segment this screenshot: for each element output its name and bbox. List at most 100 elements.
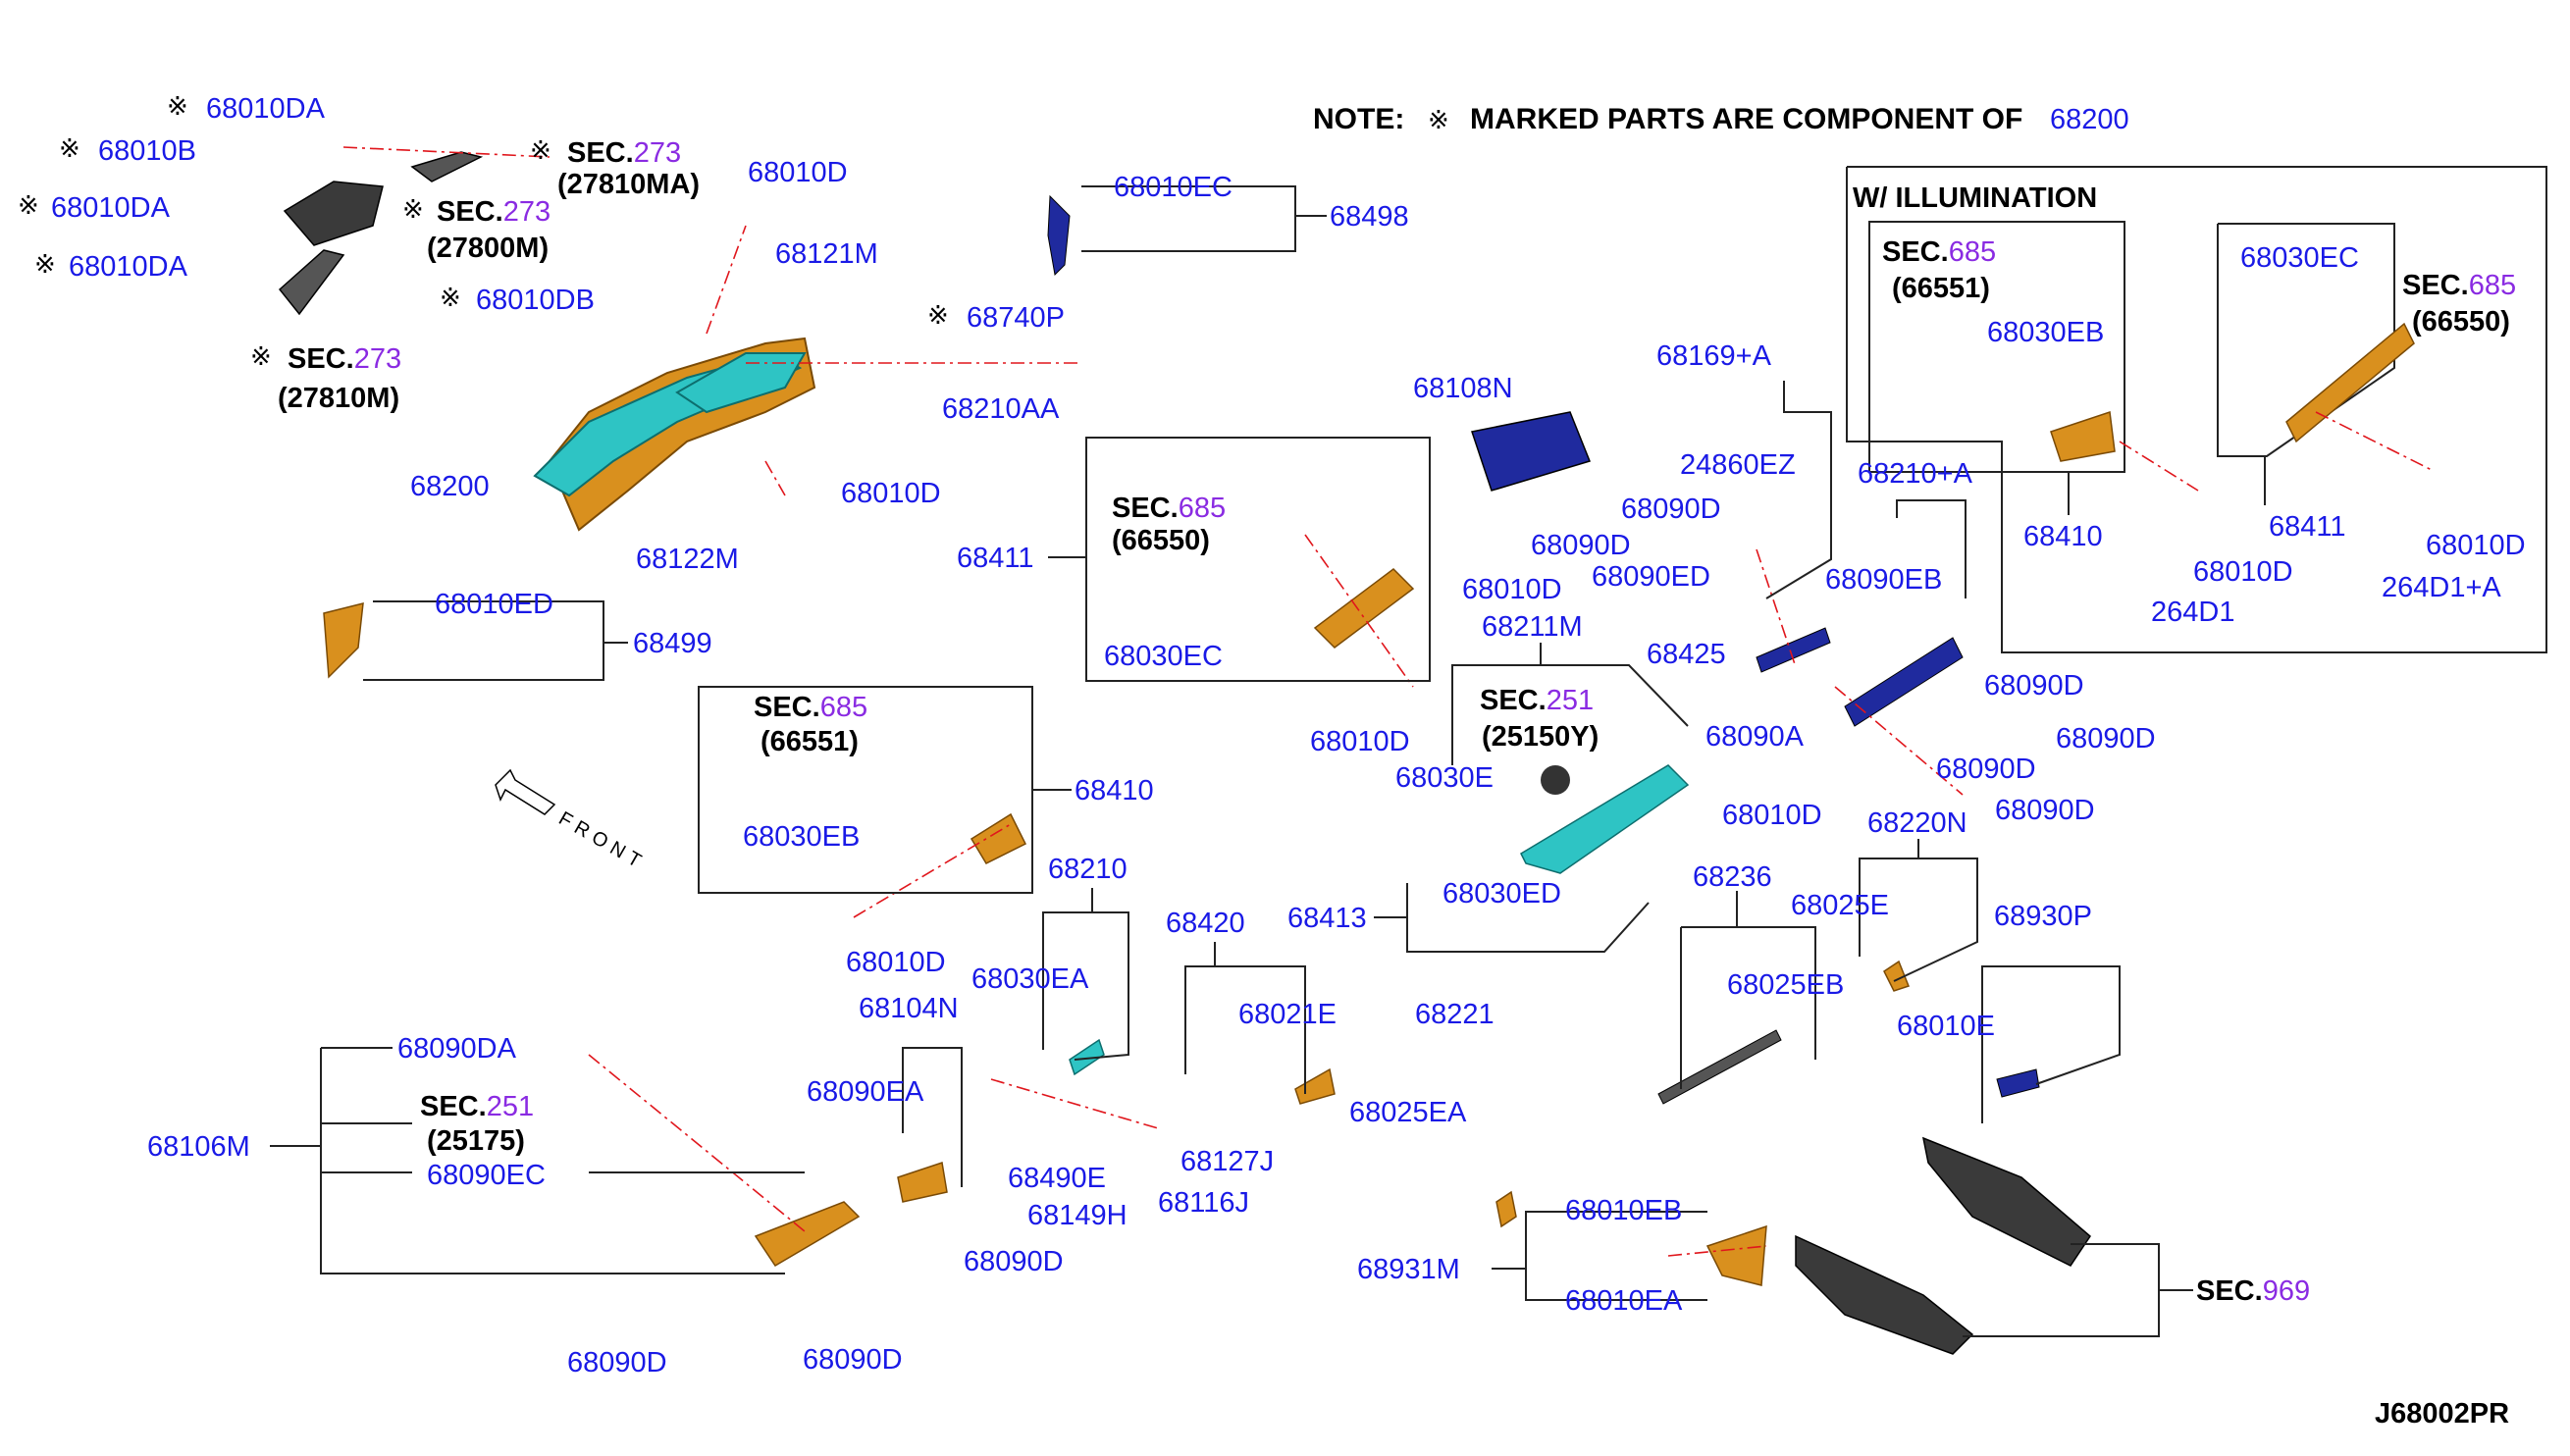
duct-27800m: [283, 181, 384, 246]
part-label: 68010D: [2193, 556, 2293, 588]
part-labels: ※ 68010DA ※ 68010B ※ 68010DA ※ 68010DA ※…: [18, 92, 2526, 1378]
part-label: 68010E: [1897, 1011, 1995, 1042]
part-68930p: [1996, 1068, 2040, 1098]
part-label: 68236: [1693, 861, 1772, 893]
part-label: 68025E: [1791, 890, 1889, 921]
mark-icon: ※: [59, 134, 80, 164]
sec-sub: (25175): [427, 1125, 525, 1157]
part-label: 68410: [2023, 521, 2103, 552]
note-text: MARKED PARTS ARE COMPONENT OF: [1470, 103, 2022, 135]
sec-sub: (27800M): [427, 233, 549, 264]
mark-icon: ※: [34, 250, 56, 280]
box-68411: [1085, 437, 1431, 682]
part-label: 68200: [410, 471, 490, 502]
part-label: 68106M: [147, 1131, 250, 1163]
mark-icon: ※: [167, 92, 188, 122]
mark-icon: ※: [927, 301, 949, 331]
part-label: 24860EZ: [1680, 449, 1796, 481]
front-label: FRONT: [555, 807, 651, 874]
sec-sub: (66550): [2412, 306, 2510, 338]
sec-sub: (27810M): [278, 383, 399, 414]
note: NOTE: ※ MARKED PARTS ARE COMPONENT OF 68…: [1313, 103, 2129, 135]
part-label: 68010EC: [1114, 172, 1233, 203]
part-label: 68010D: [841, 478, 941, 509]
sec-sub: (66550): [1112, 525, 1210, 556]
part-68931m: [1705, 1224, 1767, 1286]
part-label: 68413: [1287, 903, 1367, 934]
part-label: 68030ED: [1442, 878, 1561, 910]
part-label: 68030E: [1395, 762, 1494, 794]
note-ref: 68200: [2050, 104, 2129, 135]
part-label: 68169+A: [1656, 340, 1772, 372]
part-label: 68121M: [775, 238, 878, 270]
sec-251-25150y: SEC.251: [1480, 685, 1594, 716]
part-label: 68104N: [859, 993, 959, 1024]
part-68425: [1756, 627, 1831, 673]
mark-icon: ※: [250, 342, 272, 372]
note-mark: ※: [1428, 106, 1449, 135]
part-68411-b: [2285, 322, 2415, 443]
part-68030ea: [1069, 1038, 1105, 1076]
part-label: 68030EC: [2240, 242, 2359, 274]
console-lower: [1795, 1234, 1974, 1355]
part-68420: [1294, 1067, 1336, 1105]
sec-sub: (25150Y): [1482, 721, 1599, 753]
part-label: 68090A: [1705, 721, 1805, 753]
part-label: 68211M: [1482, 611, 1583, 643]
callout-lines: [270, 185, 2266, 1337]
part-68104n: [897, 1162, 948, 1203]
front-arrow-icon: [495, 768, 556, 815]
part-68236: [1657, 1029, 1782, 1105]
sec-685-66551-a: SEC.685: [754, 692, 867, 723]
sec-685-66551-b: SEC.685: [1882, 236, 1996, 268]
part-label: 68498: [1330, 201, 1409, 233]
part-label: 68010D: [748, 157, 848, 188]
part-label: 68010ED: [435, 589, 553, 620]
sec-969: SEC.969: [2196, 1275, 2310, 1307]
illumination-box: [1846, 166, 2547, 653]
part-label: 68010EB: [1565, 1195, 1682, 1226]
part-label: 68210+A: [1858, 458, 1973, 490]
part-label: 68010D: [1310, 726, 1410, 757]
dashboard-assembly: [533, 337, 816, 532]
part-label: 68010D: [846, 947, 946, 978]
sec-sub: (66551): [1892, 273, 1990, 304]
part-label: 68010DA: [69, 251, 188, 283]
part-label: 68030EB: [743, 821, 860, 853]
part-label: 68108N: [1413, 373, 1513, 404]
part-label: 68090D: [1531, 530, 1631, 561]
part-label: 68010B: [98, 135, 196, 167]
mark-icon: ※: [440, 284, 461, 313]
part-label: 68149H: [1027, 1200, 1128, 1231]
part-label: 68220N: [1867, 807, 1967, 839]
part-label: 68210AA: [942, 393, 1060, 425]
part-label: 68090EC: [427, 1160, 546, 1191]
part-label: 68010D: [2426, 530, 2526, 561]
part-label: 68090D: [1995, 795, 2095, 826]
part-label: 68025EB: [1727, 969, 1844, 1001]
part-label: 68122M: [636, 544, 739, 575]
part-68499: [323, 602, 364, 679]
part-label: 68090D: [1621, 494, 1721, 525]
diagram-id: J68002PR: [2375, 1398, 2509, 1430]
dashboard-top: [675, 352, 807, 414]
part-label: 68090D: [1984, 670, 2084, 702]
panel-parts: [323, 194, 2415, 1355]
part-label: 68090D: [964, 1246, 1064, 1277]
illumination-group: W/ ILLUMINATION: [1846, 166, 2547, 653]
part-label: 68090EB: [1825, 564, 1942, 596]
part-68410-b: [2050, 410, 2116, 462]
mark-icon: ※: [530, 136, 551, 166]
part-68211m: [1520, 764, 1690, 874]
part-label: 68090D: [567, 1347, 667, 1378]
part-label: 68090DA: [397, 1033, 517, 1065]
part-label: 68740P: [967, 302, 1065, 334]
note-prefix: NOTE:: [1313, 103, 1404, 135]
part-label: 68411: [2269, 511, 2346, 543]
sec-sub: (66551): [761, 726, 859, 757]
leader-lines: [342, 146, 2435, 1257]
part-label: 68010DA: [51, 192, 171, 224]
part-label: 68499: [633, 628, 712, 659]
part-label: 68021E: [1238, 999, 1337, 1030]
part-label: 68425: [1647, 639, 1726, 670]
